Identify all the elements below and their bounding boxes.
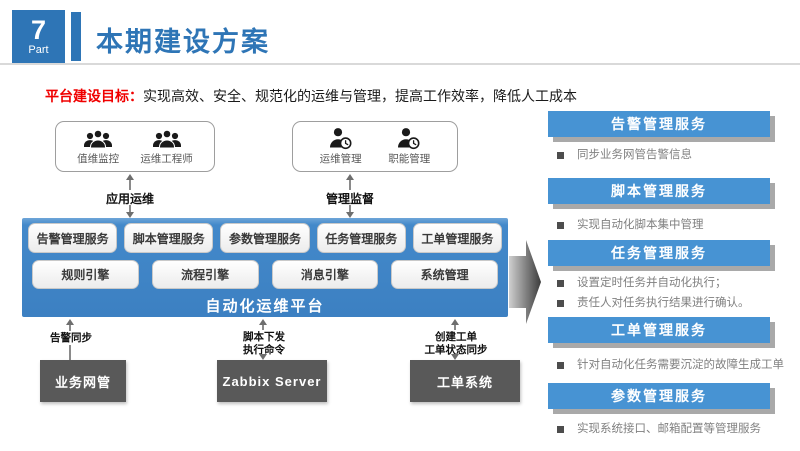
bullet-square-icon (557, 280, 564, 287)
service-row: 告警管理服务 脚本管理服务 参数管理服务 任务管理服务 工单管理服务 (28, 223, 503, 253)
service-chip-script: 脚本管理服务 (124, 223, 214, 253)
person-clock-icon (396, 127, 422, 150)
panel-header-task-service: 任务管理服务 (548, 240, 770, 266)
panel-header-alarm-service: 告警管理服务 (548, 111, 770, 137)
connector-line (129, 205, 131, 213)
connector-label-app-ops: 应用运维 (105, 192, 155, 206)
service-chip-alarm: 告警管理服务 (28, 223, 118, 253)
panel-header-parameter-service: 参数管理服务 (548, 383, 770, 409)
link-label-ticket-sync: 创建工单 工单状态同步 (424, 331, 488, 356)
role-ops-management: 运维管理 (320, 127, 362, 166)
engine-row: 规则引擎 流程引擎 消息引擎 系统管理 (28, 260, 502, 289)
panel-bullet: 实现系统接口、邮箱配置等管理服务 (557, 423, 797, 436)
role-duty-monitoring: 值维监控 (77, 128, 119, 166)
bullet-square-icon (557, 362, 564, 369)
connector-line (69, 345, 71, 360)
goal-text: 实现高效、安全、规范化的运维与管理，提高工作效率，降低人工成本 (143, 88, 577, 104)
panel-header-ticket-service: 工单管理服务 (548, 317, 770, 343)
goal-line: 平台建设目标：实现高效、安全、规范化的运维与管理，提高工作效率，降低人工成本 (45, 86, 577, 106)
goal-label: 平台建设目标： (45, 88, 143, 104)
service-chip-parameter: 参数管理服务 (220, 223, 310, 253)
role-label: 职能管理 (388, 153, 431, 165)
automation-platform: 告警管理服务 脚本管理服务 参数管理服务 任务管理服务 工单管理服务 规则引擎 … (22, 218, 508, 317)
connector-line (454, 325, 456, 330)
connector-line (69, 325, 71, 331)
panel-bullet: 针对自动化任务需要沉淀的故障生成工单 (557, 359, 797, 372)
engine-chip-rule: 规则引擎 (32, 260, 139, 289)
part-badge: 7 Part (12, 10, 65, 63)
arrow-up-icon (450, 319, 459, 325)
platform-label: 自动化运维平台 (205, 298, 325, 315)
arrow-down-icon (450, 354, 459, 360)
team-icon (152, 128, 182, 150)
connector-line (262, 325, 264, 330)
arrow-up-icon (65, 319, 74, 325)
service-chip-ticket: 工单管理服务 (412, 223, 503, 253)
bullet-square-icon (557, 222, 564, 229)
arrow-up-icon (258, 319, 267, 325)
page-title: 本期建设方案 (96, 27, 270, 57)
connector-label-mgmt-supervision: 管理监督 (325, 192, 375, 206)
role-label: 运维工程师 (140, 152, 193, 165)
role-function-management: 职能管理 (388, 127, 430, 166)
part-number: 7 (30, 15, 47, 45)
bullet-square-icon (557, 152, 564, 159)
arrow-down-icon (258, 354, 267, 360)
arrow-down-icon (345, 212, 354, 218)
person-clock-icon (328, 127, 354, 150)
role-ops-engineer: 运维工程师 (140, 128, 193, 166)
connector-line (129, 180, 131, 190)
connector-line (349, 205, 351, 213)
part-label: Part (28, 44, 49, 56)
title-accent-bar (71, 12, 81, 61)
engine-chip-message: 消息引擎 (271, 260, 379, 289)
panel-header-script-service: 脚本管理服务 (548, 178, 770, 204)
engine-chip-flow: 流程引擎 (151, 260, 259, 289)
group-box-management-staff: 运维管理 职能管理 (292, 121, 458, 172)
panel-bullet: 设置定时任务并自动化执行； (557, 277, 797, 290)
panel-bullet: 实现自动化脚本集中管理 (557, 219, 797, 232)
system-box-ticket-system: 工单系统 (410, 360, 520, 402)
panel-bullet: 同步业务网管告警信息 (557, 149, 797, 162)
link-label-alarm-sync: 告警同步 (50, 332, 92, 344)
connector-line (349, 180, 351, 190)
engine-chip-system: 系统管理 (391, 260, 498, 289)
group-box-operations-staff: 值维监控 运维工程师 (55, 121, 215, 172)
bullet-square-icon (557, 426, 564, 433)
header-divider (0, 63, 800, 65)
arrow-up-icon (345, 174, 354, 180)
team-icon (83, 128, 113, 150)
big-right-arrow-icon (509, 240, 541, 329)
role-label: 值维监控 (77, 152, 120, 165)
panel-bullet: 责任人对任务执行结果进行确认。 (557, 297, 797, 310)
arrow-down-icon (125, 212, 134, 218)
bullet-square-icon (557, 300, 564, 307)
link-label-script-dispatch: 脚本下发 执行命令 (243, 331, 285, 356)
service-chip-task: 任务管理服务 (316, 223, 406, 253)
system-box-network-management: 业务网管 (40, 360, 126, 402)
system-box-zabbix-server: Zabbix Server (217, 360, 327, 402)
role-label: 运维管理 (319, 153, 362, 165)
arrow-up-icon (125, 174, 134, 180)
